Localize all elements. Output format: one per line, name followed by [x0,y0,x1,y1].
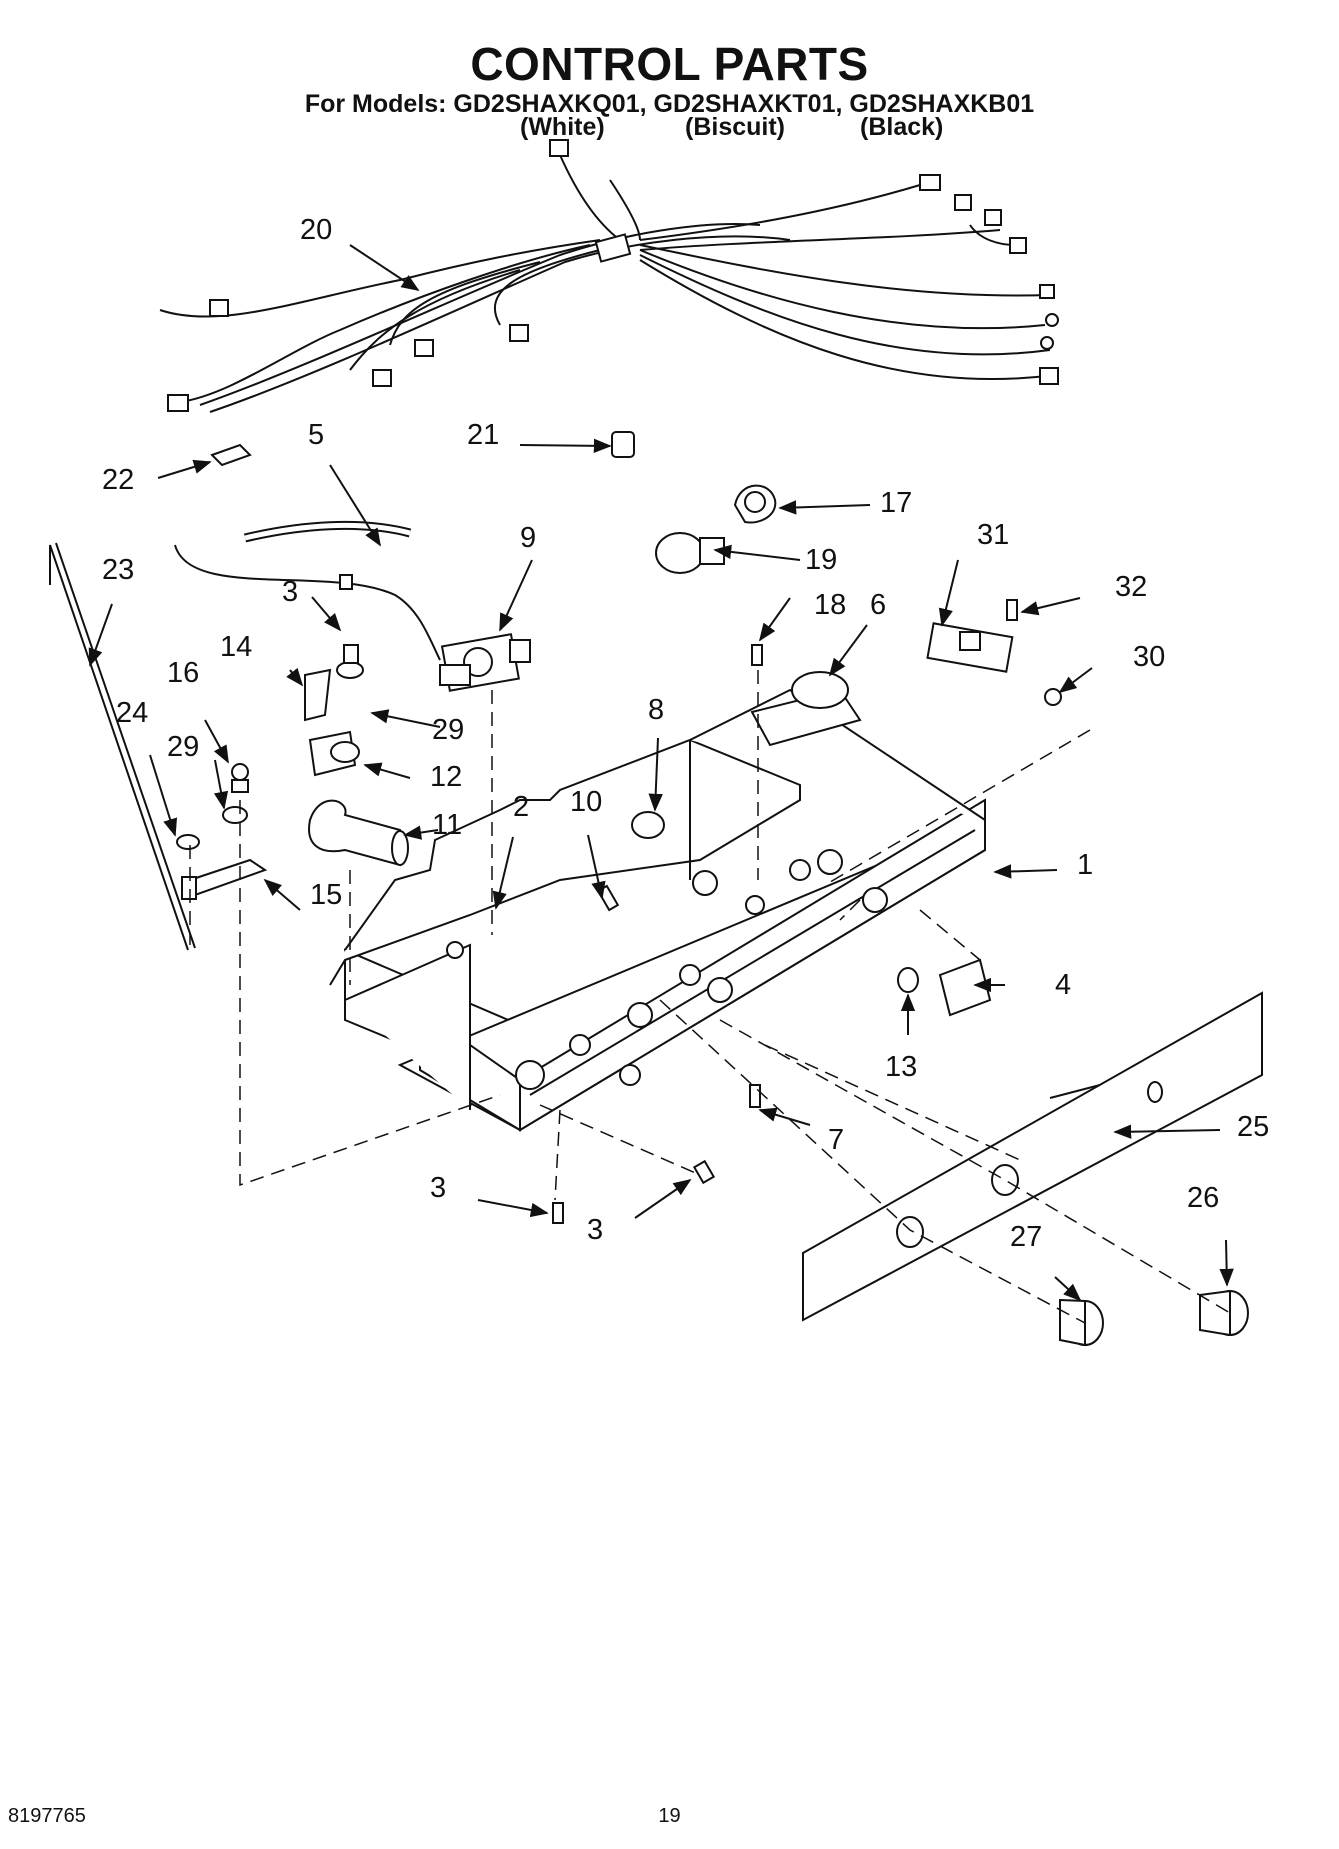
document-number: 8197765 [8,1805,86,1827]
small-parts [176,431,635,900]
color-white-label: (White) [520,113,605,141]
callout-32: 32 [1115,571,1148,603]
callout-3-top: 3 [282,576,299,608]
callout-31: 31 [977,519,1010,551]
callout-15: 15 [310,879,343,911]
callout-1: 1 [1077,849,1094,881]
callout-8: 8 [648,694,665,726]
callout-21: 21 [467,419,500,451]
callout-7: 7 [828,1124,845,1156]
callout-11: 11 [432,809,463,841]
components [552,599,1062,1224]
callout-2: 2 [513,791,530,823]
control-panel [802,991,1263,1347]
callout-10: 10 [570,786,603,818]
callout-24: 24 [116,697,149,729]
callout-4: 4 [1055,969,1072,1001]
callout-19: 19 [805,544,838,576]
color-black-label: (Black) [860,113,944,141]
callout-14: 14 [220,631,253,663]
callout-27: 27 [1010,1221,1043,1253]
callout-25: 25 [1237,1111,1270,1143]
callout-13: 13 [885,1051,918,1083]
callout-3-bottom-left: 3 [430,1172,447,1204]
callout-16: 16 [167,657,200,689]
callout-9: 9 [520,522,537,554]
tubing [174,520,441,661]
callout-6: 6 [870,589,887,621]
models-line: For Models: GD2SHAXKQ01, GD2SHAXKT01, GD… [304,90,1035,118]
callout-23: 23 [102,554,135,586]
callout-3-bottom-right: 3 [587,1214,604,1246]
page-header: CONTROL PARTS For Models: GD2SHAXKQ01, G… [0,40,1339,118]
callout-29-left: 29 [167,731,200,763]
color-biscuit-label: (Biscuit) [685,113,785,141]
callout-12: 12 [430,761,463,793]
callout-20: 20 [300,214,333,246]
callout-26: 26 [1187,1182,1220,1214]
callout-22: 22 [102,464,135,496]
callout-17: 17 [880,487,913,519]
page-title: CONTROL PARTS [470,38,869,90]
alignment-lines [189,670,1231,1324]
harness-connectors [167,139,1059,412]
wire-harness [159,154,1056,413]
light-bulb [655,484,777,574]
leader-arrows [88,244,1234,1302]
callout-29-right: 29 [432,714,465,746]
switch-rod [49,542,196,951]
damper-control [439,633,531,692]
page-number: 19 [658,1805,681,1827]
callout-5: 5 [308,419,325,451]
callout-18: 18 [814,589,847,621]
callout-30: 30 [1133,641,1166,673]
